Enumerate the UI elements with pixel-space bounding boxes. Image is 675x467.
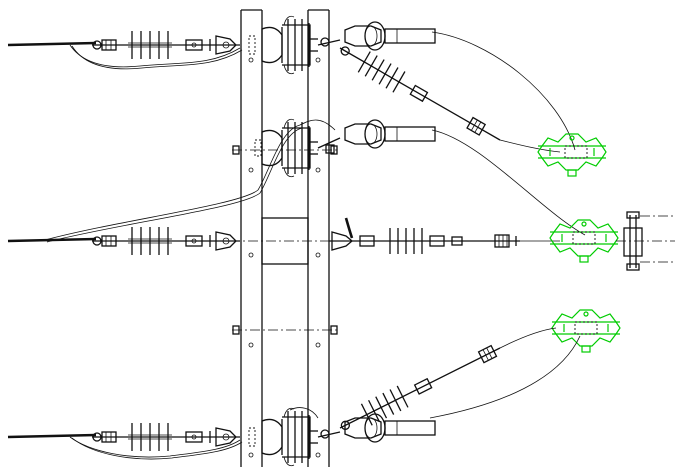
- phase-upper-arrester-lead: [431, 129, 586, 236]
- phase-top-arrester-lead: [431, 31, 576, 151]
- phase-mid-outgoing-connector: [616, 211, 675, 271]
- beam-holes: [248, 57, 321, 458]
- crossarm-left: [240, 9, 263, 467]
- crossarm-right: [307, 9, 330, 467]
- phase-bottom-post-insulator: [248, 407, 319, 467]
- phase-upper-arrester: [317, 119, 436, 154]
- phase-top-clamp: [537, 133, 607, 177]
- phase-mid-incoming-conductor: [7, 237, 97, 243]
- phase-lower-drop-string: [339, 327, 557, 430]
- phase-bottom-incoming-conductor: [7, 433, 243, 460]
- phase-mid-insulator-string: [91, 226, 241, 256]
- through-bolt-upper: [232, 145, 340, 155]
- phase-top-incoming-conductor: [7, 41, 243, 70]
- phase-top-drop-string: [339, 46, 561, 153]
- phase-bottom-insulator-string: [91, 422, 241, 452]
- phase-lower-arrester-lead: [429, 335, 581, 419]
- phase-top-insulator-string: [91, 30, 241, 60]
- phase-upper-jumper: [44, 119, 336, 243]
- phase-mid-right-string: [329, 217, 560, 254]
- phase-lower-clamp: [551, 309, 621, 353]
- phase-upper-post-insulator: [254, 118, 319, 178]
- phase-bottom-arrester: [317, 413, 436, 443]
- through-bolt-lower: [232, 325, 340, 335]
- phase-mid-clamp: [549, 219, 619, 263]
- phase-top-arrester: [317, 21, 436, 51]
